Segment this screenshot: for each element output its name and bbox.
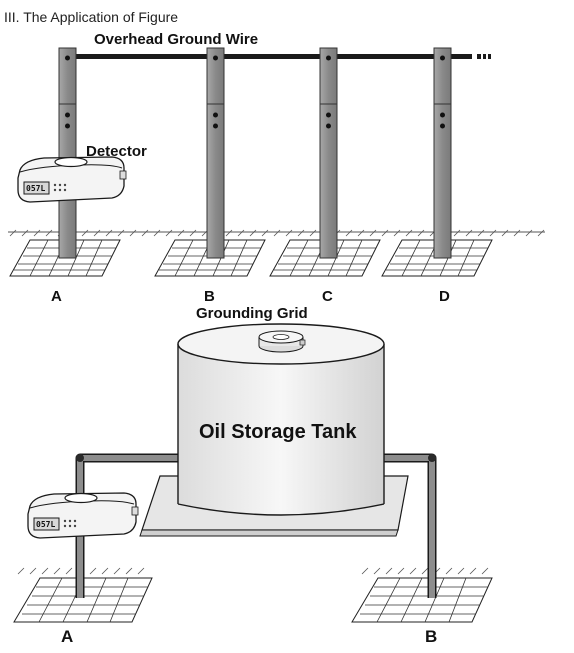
clamp-detector-top: 057L <box>17 156 127 203</box>
ground-label-a: A <box>61 627 73 646</box>
grounding-pipe <box>75 453 437 598</box>
clamp-detector-bottom: 057L <box>27 492 139 539</box>
pole-d <box>433 47 452 259</box>
section-title: III. The Application of Figure <box>4 9 178 25</box>
pole-label-c: C <box>322 288 333 305</box>
oil-storage-tank <box>177 323 385 516</box>
pole-a <box>58 47 77 259</box>
ground-label-b: B <box>425 627 437 646</box>
detector-reading-top: 057L <box>26 184 45 193</box>
bottom-figure: 057L Oil Storage Tank A B <box>13 323 493 646</box>
top-figure: 057L Overhead Ground Wire Detector A B C… <box>8 31 545 322</box>
pole-label-a: A <box>51 288 62 305</box>
ground-hatch <box>8 229 545 237</box>
wire-label: Overhead Ground Wire <box>94 31 258 48</box>
ground-hatch-left <box>17 567 145 575</box>
overhead-ground-wire <box>66 54 491 59</box>
tank-label: Oil Storage Tank <box>199 421 357 443</box>
grounding-grid-bottom-a <box>13 577 153 623</box>
grounding-grid-bottom-b <box>351 577 493 623</box>
pole-label-b: B <box>204 288 215 305</box>
pole-label-d: D <box>439 288 450 305</box>
pole-c <box>319 47 338 259</box>
grounding-grid-label: Grounding Grid <box>196 305 308 322</box>
ground-hatch-right <box>361 567 489 575</box>
detector-reading-bottom: 057L <box>36 520 55 529</box>
pole-b <box>206 47 225 259</box>
detector-label: Detector <box>86 143 147 160</box>
